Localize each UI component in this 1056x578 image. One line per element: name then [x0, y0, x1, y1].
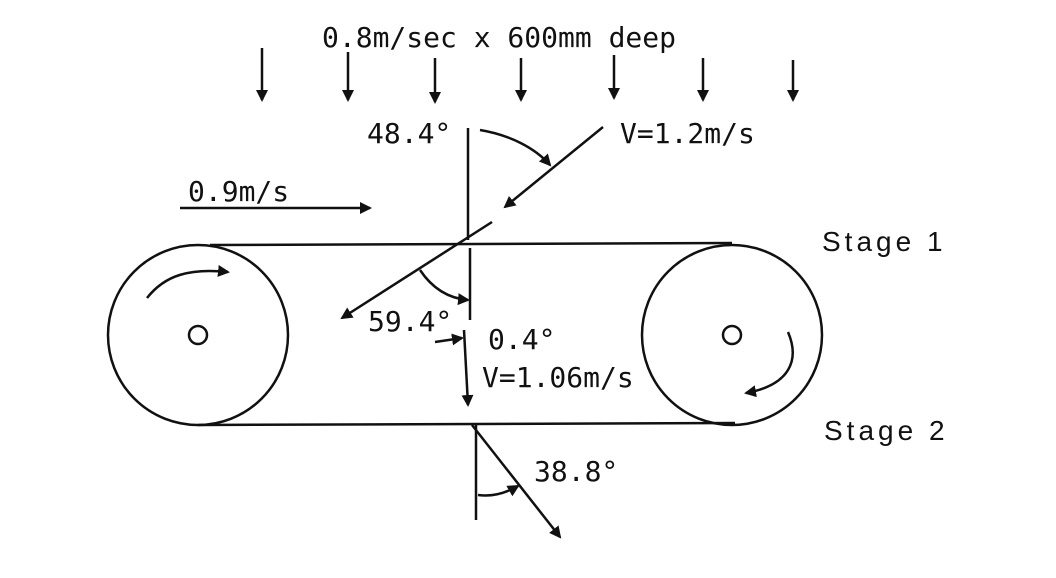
small-angle-label: 0.4° — [488, 323, 556, 356]
inflow-velocity-vector — [503, 126, 604, 209]
stage2-label: Stage 2 — [824, 415, 949, 446]
mid-velocity-vector — [461, 329, 474, 407]
left-pulley-rotation-arrow — [146, 264, 230, 299]
right-pulley — [640, 243, 824, 427]
inflow-angle-label: 48.4° — [367, 117, 452, 150]
conveyor-belt — [106, 241, 824, 427]
stage1-label: Stage 1 — [822, 226, 947, 257]
outflow-velocity-vector — [471, 424, 562, 539]
stage1-angle-label: 59.4° — [368, 305, 453, 338]
angle-small-pointer — [434, 333, 464, 346]
right-pulley-rotation-arrow — [744, 331, 794, 398]
mid-velocity-label: V=1.06m/s — [482, 361, 634, 394]
angle-inflow-arc — [479, 128, 552, 167]
belt-bottom-run — [197, 421, 736, 427]
belt-top-run — [209, 241, 733, 247]
flow-depth-label: 0.8m/sec x 600mm deep — [322, 21, 677, 54]
outflow-angle-label: 38.8° — [534, 455, 619, 488]
right-pulley-hub — [721, 324, 743, 346]
downflow-arrows — [256, 48, 799, 104]
angle-stage1-arc — [418, 269, 470, 306]
conveyor-speed-label: 0.9m/s — [188, 175, 290, 208]
stage1-velocity-vector — [340, 220, 493, 320]
left-pulley-hub — [187, 324, 209, 346]
angle-outflow-arc — [477, 484, 520, 497]
inflow-velocity-label: V=1.2m/s — [620, 117, 755, 150]
